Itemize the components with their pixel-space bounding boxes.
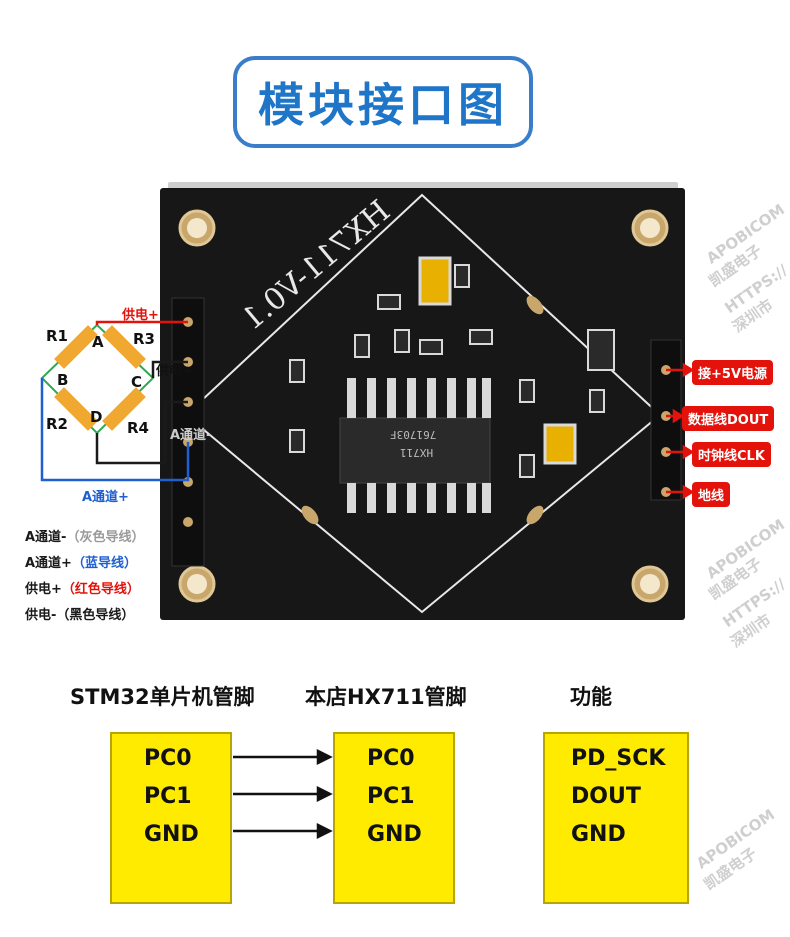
- stm32-pin: GND: [144, 822, 199, 847]
- tantalum-cap-1: [418, 256, 452, 306]
- resistor-r3-label: R3: [133, 330, 155, 348]
- pin-tag-5v: 接+5V电源: [692, 360, 773, 385]
- node-a-label: A: [92, 333, 104, 351]
- function-item: DOUT: [571, 784, 641, 809]
- function-box: PD_SCK DOUT GND: [543, 732, 689, 904]
- left-header: [171, 297, 205, 567]
- node-b-label: B: [57, 371, 69, 389]
- node-d-label: D: [90, 408, 103, 426]
- wheatstone-bridge: [40, 320, 190, 482]
- function-item: GND: [571, 822, 626, 847]
- table-arrows: [233, 748, 333, 840]
- channel-minus-label: A通道-: [170, 428, 212, 443]
- hx711-pin: PC0: [367, 746, 415, 771]
- header-stm32: STM32单片机管脚: [70, 685, 255, 709]
- supply-plus-2-label: 供电+: [156, 364, 193, 379]
- resistor-r1-label: R1: [46, 327, 68, 345]
- board-edge: [168, 182, 678, 192]
- legend-item: A通道+（蓝导线）: [25, 556, 137, 571]
- tantalum-cap-2: [543, 423, 577, 465]
- stm32-pin-box: PC0 PC1 GND: [110, 732, 232, 904]
- hx711-chip: [339, 378, 491, 513]
- supply-plus-label: 供电+: [122, 308, 159, 323]
- chip-marking-2: HX711: [400, 446, 434, 459]
- hx711-pin: GND: [367, 822, 422, 847]
- node-c-label: C: [131, 373, 143, 391]
- function-item: PD_SCK: [571, 746, 666, 771]
- page-title: 模块接口图: [258, 78, 508, 132]
- header-hx711: 本店HX711管脚: [305, 685, 467, 709]
- pin-tag-dout: 数据线DOUT: [682, 406, 775, 431]
- resistor-r2-label: R2: [46, 415, 68, 433]
- pin-tag-clk: 时钟线CLK: [692, 442, 771, 467]
- stm32-pin: PC0: [144, 746, 192, 771]
- legend-item: A通道-（灰色导线）: [25, 530, 145, 545]
- channel-plus-label: A通道+: [82, 490, 129, 505]
- silkscreen-diamond: [184, 193, 662, 614]
- title-box: 模块接口图: [233, 56, 533, 148]
- legend-item: 供电+（红色导线）: [25, 582, 140, 597]
- resistor-r4-label: R4: [127, 419, 149, 437]
- mounting-holes: [178, 209, 669, 603]
- pin-tag-gnd: 地线: [692, 482, 731, 507]
- stm32-pin: PC1: [144, 784, 192, 809]
- header-function: 功能: [570, 685, 612, 709]
- hx711-pin-box: PC0 PC1 GND: [333, 732, 455, 904]
- hx711-pin: PC1: [367, 784, 415, 809]
- chip-marking-1: 761703F: [390, 428, 437, 441]
- legend-item: 供电-（黑色导线）: [25, 608, 135, 623]
